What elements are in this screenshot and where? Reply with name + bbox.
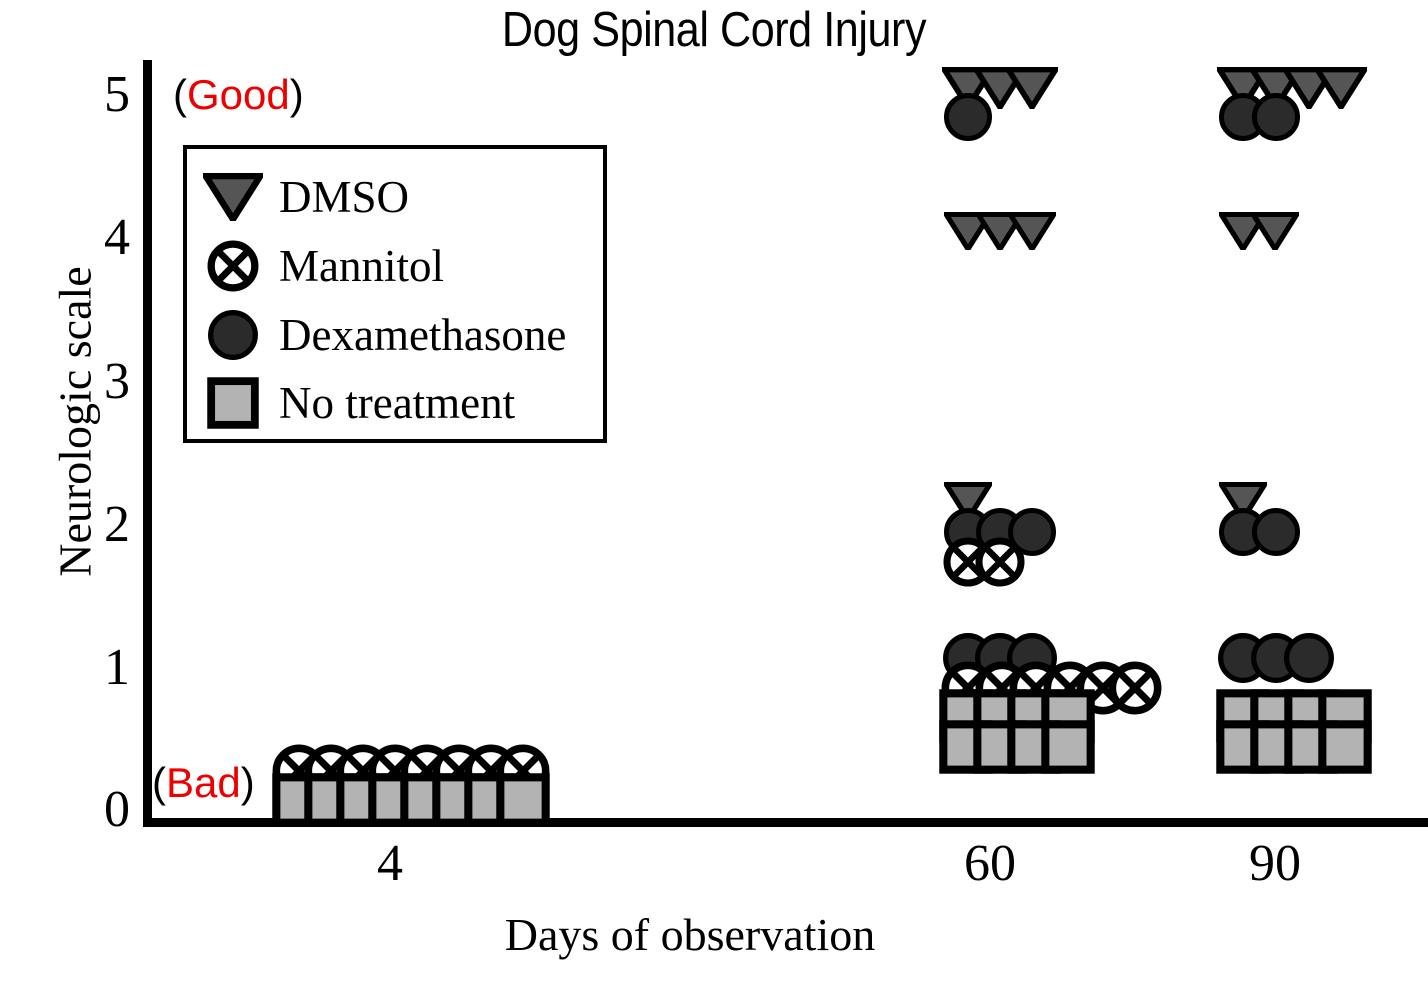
y-tick-label: 5 [104, 66, 130, 123]
annotation-good-open: ( [173, 71, 187, 118]
x-axis-line [143, 818, 1428, 827]
data-point-dmso [1251, 211, 1299, 251]
x-tick-label: 60 [964, 835, 1016, 892]
legend-item-label: Mannitol [279, 240, 444, 291]
data-point-dmso [1315, 66, 1367, 110]
annotation-good-close: ) [289, 71, 304, 118]
annotation-bad-text: Bad [166, 759, 241, 806]
data-point-dexamethasone [1007, 507, 1057, 557]
y-tick-label: 3 [104, 353, 130, 410]
legend-item-label: Dexamethasone [279, 309, 567, 360]
data-point-no-treatment [496, 773, 550, 827]
annotation-bad-close: ) [240, 759, 255, 806]
data-point-dexamethasone [943, 92, 993, 142]
legend-item-dmso[interactable]: DMSO [201, 167, 409, 227]
data-point-dmso [1219, 481, 1267, 521]
x-tick-label: 4 [377, 835, 403, 892]
filled-square-icon [201, 373, 265, 433]
data-point-dmso [1217, 66, 1269, 110]
y-tick-label: 4 [104, 209, 130, 266]
data-point-dexamethasone [1283, 632, 1335, 684]
legend-item-no-treatment[interactable]: No treatment [201, 373, 515, 433]
data-point-mannitol [975, 537, 1025, 587]
annotation-good: (Good) [173, 74, 304, 116]
down-triangle-icon [201, 167, 265, 227]
data-point-no-treatment [1318, 720, 1372, 774]
page-title: Dog Spinal Cord Injury [501, 3, 927, 57]
data-point-dexamethasone [1251, 92, 1301, 142]
x-tick-label: 90 [1249, 835, 1301, 892]
data-point-dexamethasone [1251, 507, 1301, 557]
data-point-dmso [944, 211, 992, 251]
annotation-good-text: Good [187, 71, 290, 118]
data-point-dmso [1006, 66, 1058, 110]
legend-item-label: DMSO [279, 171, 410, 222]
annotation-bad: (Bad) [152, 762, 255, 804]
data-point-dmso [944, 481, 992, 521]
legend-item-dexamethasone[interactable]: Dexamethasone [201, 305, 566, 365]
y-tick-label: 0 [104, 781, 130, 838]
data-point-dmso [1250, 66, 1302, 110]
data-point-dmso [1219, 211, 1267, 251]
y-tick-label: 2 [104, 496, 130, 553]
legend-item-label: No treatment [279, 377, 516, 428]
data-point-dmso [976, 211, 1024, 251]
y-axis-line [143, 60, 152, 818]
data-point-no-treatment [1041, 720, 1095, 774]
data-point-mannitol [1108, 661, 1162, 715]
annotation-bad-open: ( [152, 759, 166, 806]
legend-item-mannitol[interactable]: Mannitol [201, 236, 444, 296]
circle-x-icon [201, 236, 265, 296]
filled-circle-icon [201, 305, 265, 365]
y-tick-label: 1 [104, 639, 130, 696]
x-axis-title: Days of observation [504, 909, 876, 960]
data-point-dmso [1008, 211, 1056, 251]
